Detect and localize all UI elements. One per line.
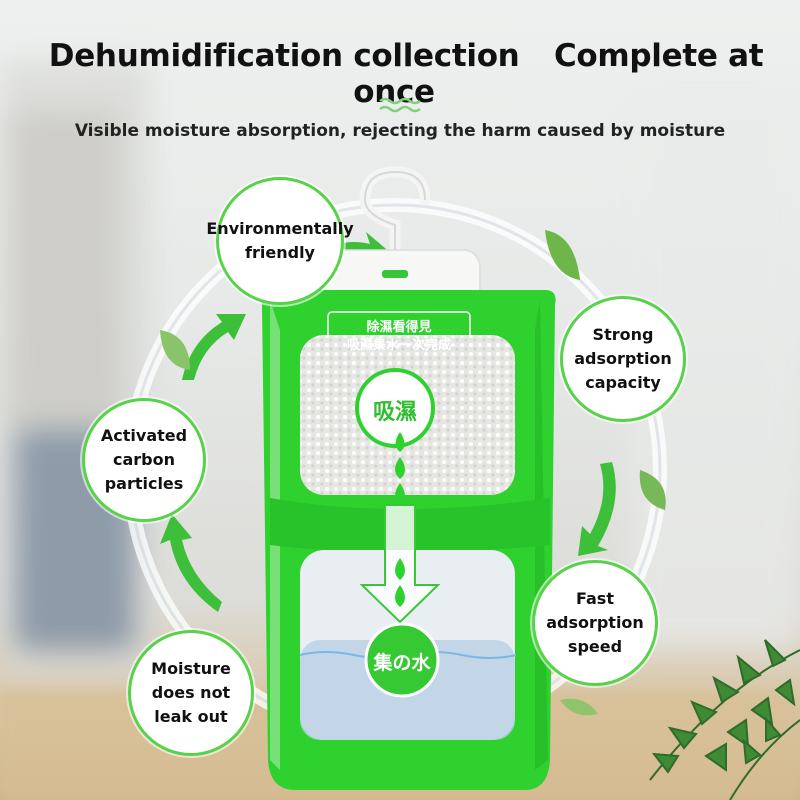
arrow-left-top-icon	[182, 314, 246, 380]
feature-label: Moisture does not leak out	[151, 659, 231, 726]
feature-label: Environmentally friendly	[206, 219, 354, 262]
feature-label: Activated carbon particles	[100, 426, 188, 493]
collect-water-badge: 集の水	[373, 652, 431, 674]
arrow-left-bottom-icon	[160, 514, 222, 612]
feature-fast-adsorption: Fast adsorption speed	[532, 560, 658, 686]
headline-left: Dehumidification collection	[48, 38, 520, 74]
feature-label: Fast adsorption speed	[546, 589, 644, 656]
background-clothes	[10, 110, 120, 440]
hanger-hook	[309, 166, 481, 293]
absorb-badge: 吸濕	[372, 400, 417, 425]
feature-strong-adsorption: Strong adsorption capacity	[560, 296, 686, 422]
package-banner-line2: 吸濕集水一次完成	[346, 338, 451, 353]
feature-activated-carbon: Activated carbon particles	[82, 398, 206, 522]
package-banner-line1: 除濕看得見	[366, 320, 432, 335]
feature-label: Strong adsorption capacity	[574, 325, 672, 392]
dehumidifier-package	[260, 290, 556, 790]
wave-icon	[379, 97, 421, 113]
subline: Visible moisture absorption, rejecting t…	[74, 121, 726, 141]
leaf-icon	[160, 330, 190, 370]
feature-no-leak: Moisture does not leak out	[128, 630, 254, 756]
arrow-right-icon	[578, 462, 616, 556]
fern-plant	[649, 639, 800, 800]
leaf-icon	[545, 230, 580, 280]
leaf-icon	[639, 470, 666, 510]
leaves	[160, 230, 666, 716]
feature-environmentally-friendly: Environmentally friendly	[206, 177, 354, 305]
leaf-icon	[560, 698, 598, 716]
